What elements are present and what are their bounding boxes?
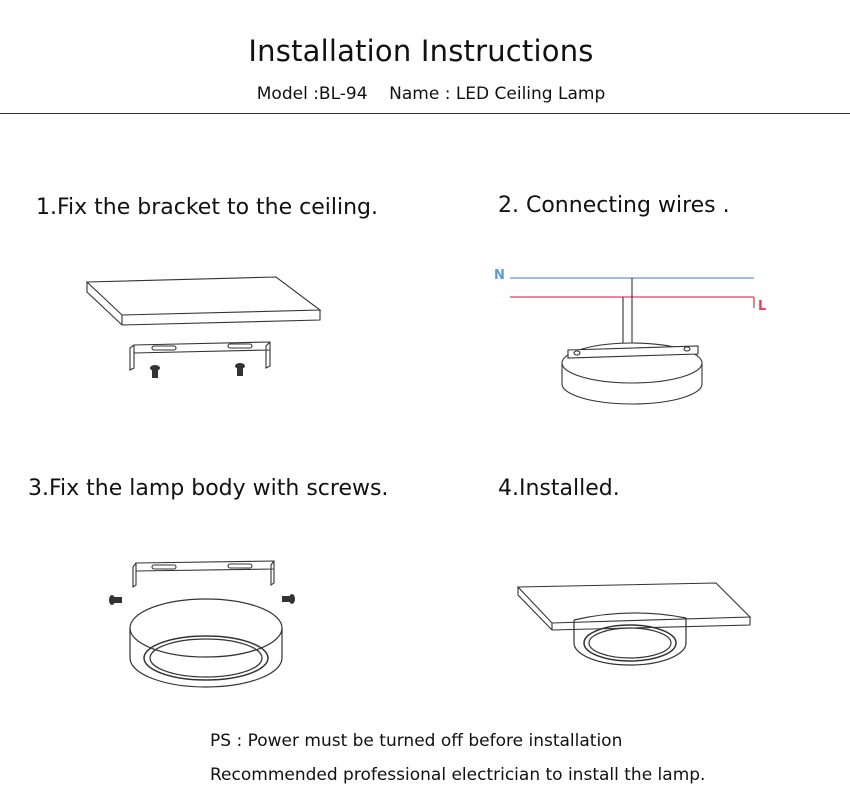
ceiling-bracket-illustration (85, 276, 322, 378)
installed-lamp-illustration (516, 582, 752, 666)
wiring-illustration: N L (494, 268, 766, 405)
live-wire-label: L (758, 299, 766, 314)
step-3-label: 3.Fix the lamp body with screws. (28, 476, 389, 501)
electrician-note: Recommended professional electrician to … (210, 765, 706, 785)
step-1-label: 1.Fix the bracket to the ceiling. (36, 195, 379, 220)
screw-icon (282, 594, 295, 604)
page-title: Installation Instructions (248, 34, 594, 68)
screw-icon (109, 595, 122, 605)
step-2-label: 2. Connecting wires . (498, 193, 730, 218)
neutral-wire-label: N (494, 268, 505, 283)
header-divider (0, 113, 850, 114)
screw-icon (235, 363, 245, 376)
screw-icon (150, 365, 160, 378)
step-4-label: 4.Installed. (498, 476, 620, 501)
lamp-body-screws-illustration (109, 560, 295, 688)
page-subtitle: Model :BL-94 Name : LED Ceiling Lamp (256, 84, 606, 104)
safety-note: PS : Power must be turned off before ins… (210, 731, 623, 751)
